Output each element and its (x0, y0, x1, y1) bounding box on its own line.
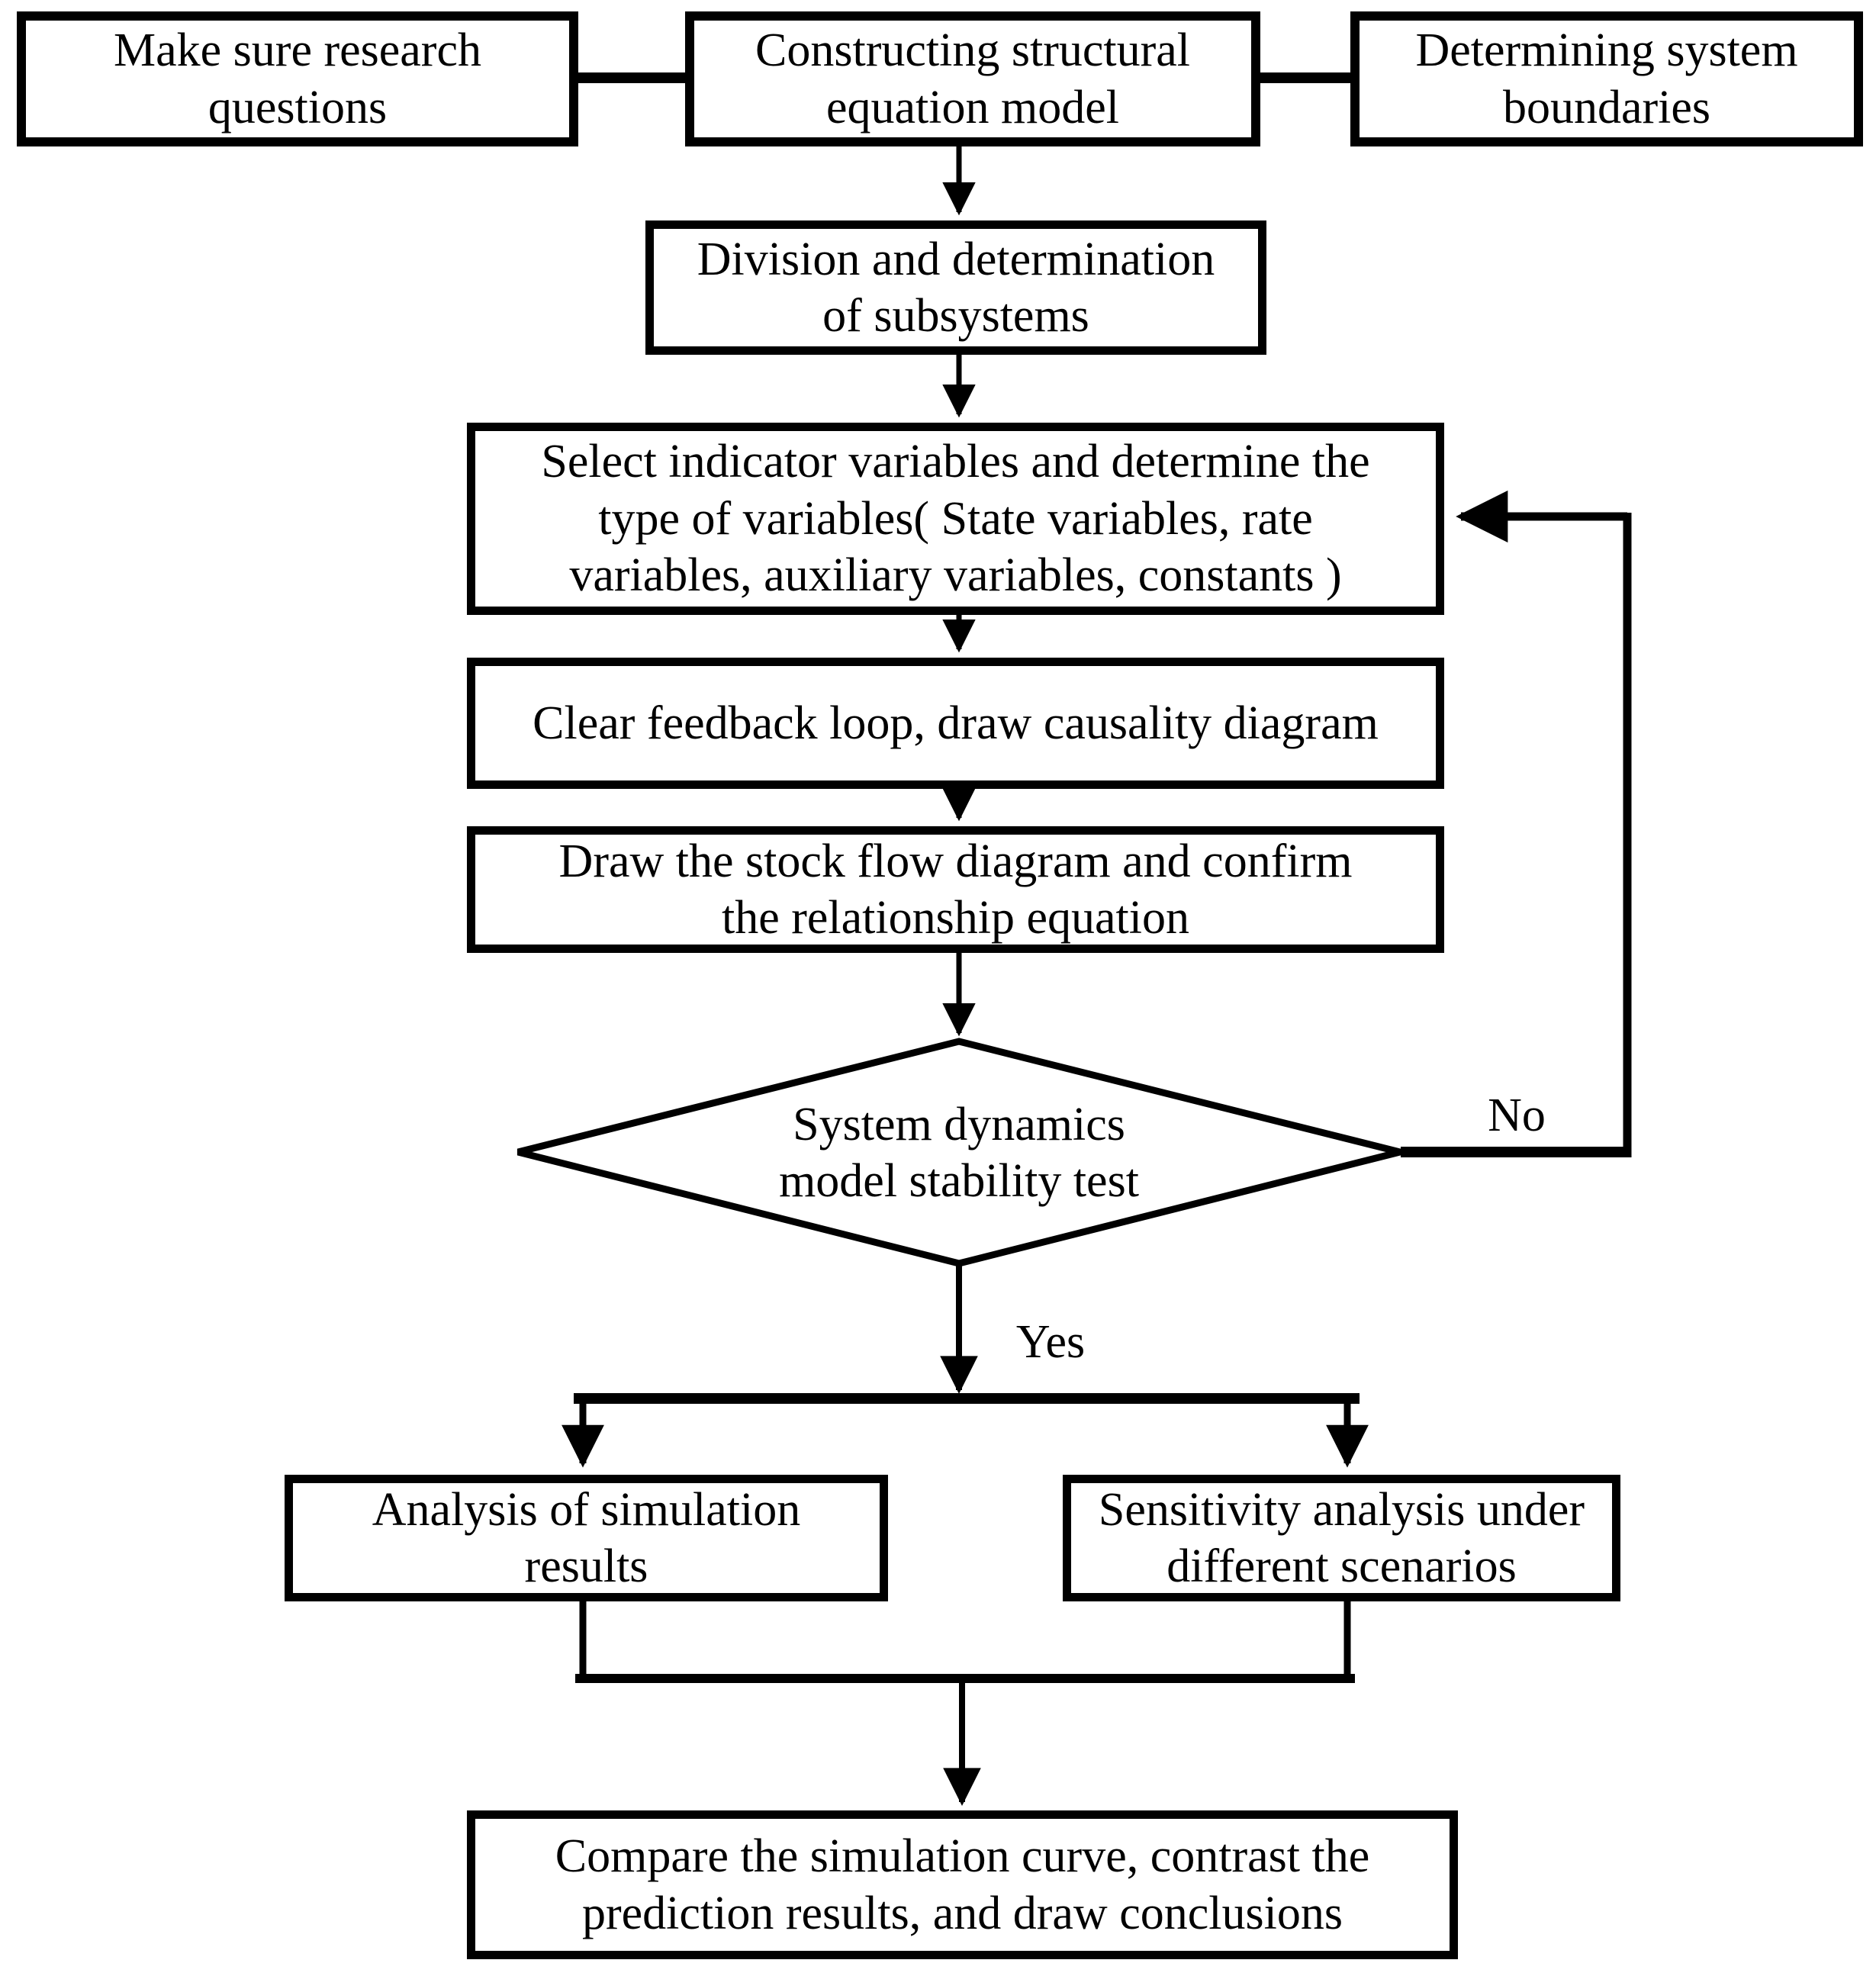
node-division-subsystems: Division and determination of subsystems (645, 220, 1266, 355)
node-stability-test-label: System dynamics model stability test (779, 1098, 1139, 1207)
branch-label-yes: Yes (1015, 1316, 1086, 1369)
node-feedback-loop: Clear feedback loop, draw causality diag… (467, 658, 1444, 789)
node-stability-test: System dynamics model stability test (646, 1065, 1272, 1241)
node-research-questions: Make sure research questions (17, 11, 578, 146)
node-structural-equation-model-label: Constructing structural equation model (755, 24, 1190, 134)
node-research-questions-label: Make sure research questions (114, 24, 481, 134)
node-stock-flow-diagram-label: Draw the stock flow diagram and confirm … (558, 835, 1353, 944)
node-sensitivity-analysis-label: Sensitivity analysis under different sce… (1098, 1483, 1585, 1592)
node-feedback-loop-label: Clear feedback loop, draw causality diag… (533, 697, 1379, 749)
node-analysis-results: Analysis of simulation results (285, 1475, 888, 1601)
node-compare-conclusions-label: Compare the simulation curve, contrast t… (555, 1830, 1370, 1939)
node-system-boundaries-label: Determining system boundaries (1415, 24, 1798, 134)
node-select-variables: Select indicator variables and determine… (467, 423, 1444, 615)
node-sensitivity-analysis: Sensitivity analysis under different sce… (1063, 1475, 1620, 1601)
node-analysis-results-label: Analysis of simulation results (372, 1483, 801, 1592)
node-stock-flow-diagram: Draw the stock flow diagram and confirm … (467, 826, 1444, 953)
node-division-subsystems-label: Division and determination of subsystems (697, 233, 1215, 342)
node-structural-equation-model: Constructing structural equation model (685, 11, 1260, 146)
node-compare-conclusions: Compare the simulation curve, contrast t… (467, 1810, 1458, 1959)
node-system-boundaries: Determining system boundaries (1350, 11, 1863, 146)
branch-label-no: No (1488, 1089, 1546, 1142)
node-select-variables-label: Select indicator variables and determine… (541, 436, 1370, 602)
